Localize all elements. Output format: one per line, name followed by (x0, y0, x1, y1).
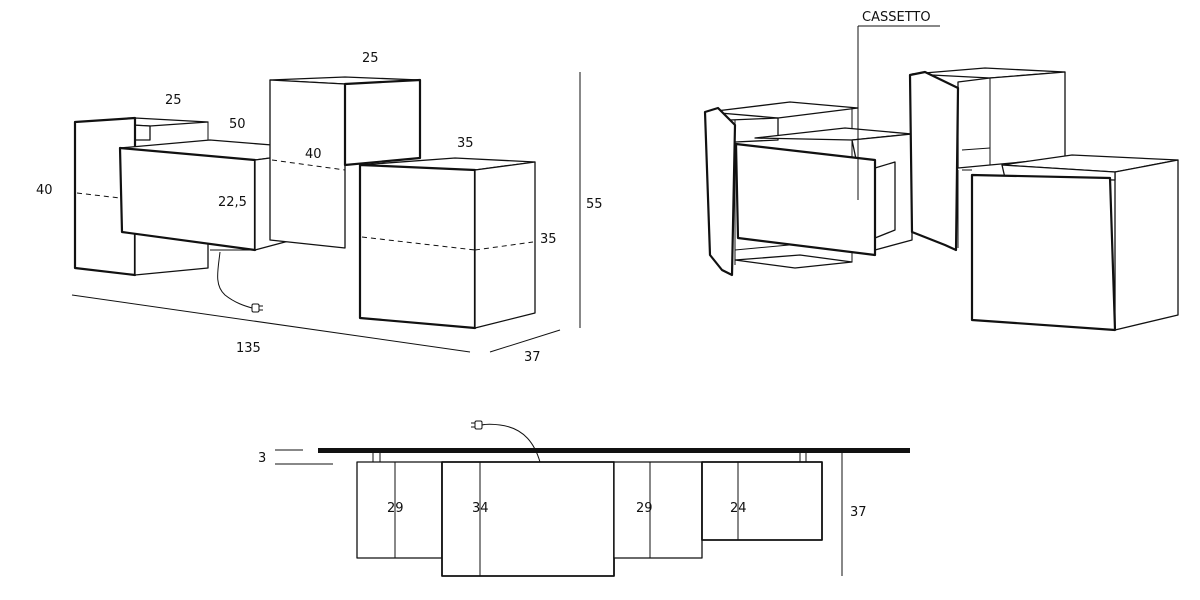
module-label-29-right: 29 (636, 501, 653, 516)
drawer-box (118, 139, 301, 252)
depth-label-plan: 37 (850, 505, 867, 520)
dimension-line-135 (71, 294, 471, 353)
tall-cube-open (908, 67, 1066, 252)
height-label-front-cube: 35 (540, 232, 557, 247)
plan-view: 3 29 34 29 24 37 (258, 420, 910, 577)
height-label-total: 55 (586, 197, 603, 212)
cassetto-callout: CASSETTO (857, 10, 940, 200)
width-label-front-cube: 35 (457, 136, 474, 151)
open-isometric-view: CASSETTO (703, 10, 1179, 332)
module-29-right (613, 461, 703, 559)
height-label-tall-cube: 40 (305, 147, 322, 162)
dimension-line-37 (489, 329, 561, 353)
cassetto-label: CASSETTO (862, 10, 931, 25)
module-label-29-left: 29 (387, 501, 404, 516)
length-label-total: 135 (236, 341, 261, 356)
power-cord-icon (217, 251, 263, 313)
width-label-left-cube: 25 (165, 93, 182, 108)
height-label-drawer: 22,5 (218, 195, 247, 210)
module-34 (441, 461, 615, 577)
module-24 (701, 461, 823, 541)
front-right-cube (358, 157, 536, 330)
module-label-24: 24 (730, 501, 747, 516)
tall-cube (269, 76, 422, 249)
depth-label-total: 37 (524, 350, 541, 365)
front-right-cube-open (970, 154, 1179, 332)
thickness-label: 3 (258, 451, 266, 466)
drawer-open (734, 127, 913, 257)
height-label-left-cube: 40 (36, 183, 53, 198)
top-slab (318, 448, 910, 453)
power-cord-icon-plan (471, 420, 541, 463)
width-label-drawer: 50 (229, 117, 246, 132)
module-label-34: 34 (472, 501, 489, 516)
isometric-dimensioned-view: 25 50 25 35 40 40 22,5 35 55 135 37 (36, 51, 603, 365)
module-29-left (356, 461, 443, 559)
width-label-tall-cube: 25 (362, 51, 379, 66)
